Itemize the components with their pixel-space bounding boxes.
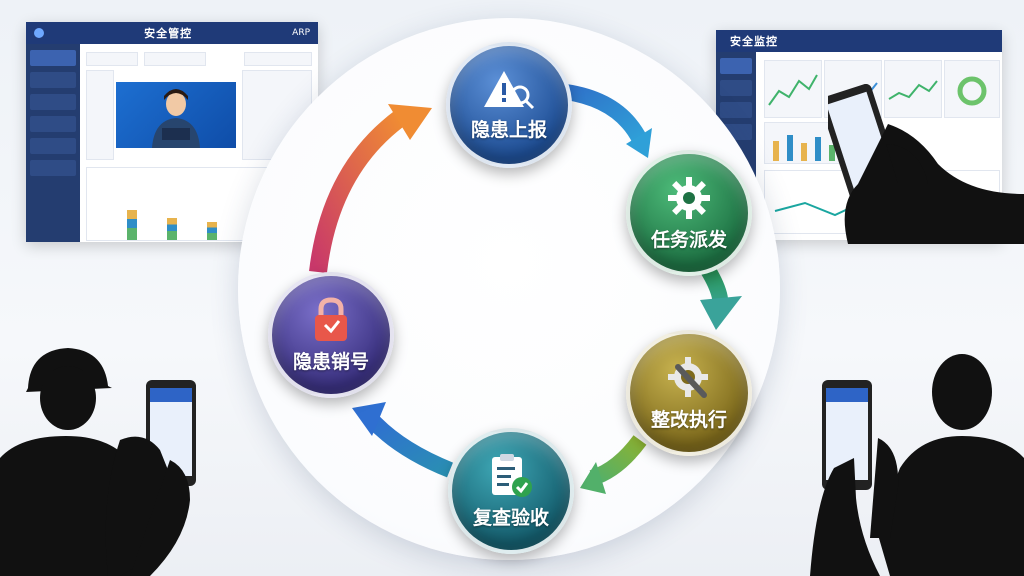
- right-dashboard-topbar: 安全监控: [716, 30, 1002, 52]
- step-label: 隐患上报: [470, 118, 547, 141]
- step-review-acceptance[interactable]: 复查验收: [448, 428, 574, 554]
- left-dashboard-sidebar: [26, 44, 80, 242]
- sidebar-item[interactable]: [720, 58, 752, 74]
- sidebar-item[interactable]: [30, 138, 76, 154]
- gauge-card: [944, 60, 1000, 118]
- right-dashboard-title: 安全监控: [730, 35, 778, 48]
- mini-bar-chart: [773, 135, 835, 161]
- sidebar-item[interactable]: [30, 50, 76, 66]
- hand-with-phone-topright: [828, 84, 1024, 244]
- stat-card: [144, 52, 206, 66]
- left-dashboard-title: 安全管控: [144, 27, 193, 40]
- step-rectification[interactable]: 整改执行: [626, 330, 752, 456]
- user-name[interactable]: ARP: [292, 28, 310, 38]
- worker-silhouette-left: [0, 348, 196, 576]
- step-label: 整改执行: [650, 408, 727, 431]
- sidebar-item[interactable]: [720, 80, 752, 96]
- left-dashboard-topbar: 安全管控 ARP: [26, 22, 318, 44]
- line-chart-card: [764, 60, 822, 118]
- step-task-dispatch[interactable]: 任务派发: [626, 150, 752, 276]
- line-chart-card: [884, 60, 942, 118]
- app-logo-icon: [34, 28, 44, 38]
- presenter-figure: [152, 89, 200, 148]
- chart-bar: [127, 210, 137, 240]
- line-chart: [768, 74, 818, 106]
- step-hazard-report[interactable]: 隐患上报: [446, 42, 572, 168]
- chart-bar: [207, 222, 217, 240]
- arrow-4-to-5-head: [352, 402, 386, 436]
- stat-card: [86, 52, 138, 66]
- lock-icon: [315, 296, 347, 341]
- wrench-gear-icon: [668, 356, 708, 398]
- sidebar-item[interactable]: [30, 160, 76, 176]
- arrow-2-to-3-head: [700, 296, 742, 330]
- step-hazard-closure[interactable]: 隐患销号: [268, 272, 394, 398]
- sidebar-item[interactable]: [30, 94, 76, 110]
- arrow-3-to-4-head: [580, 462, 606, 494]
- arrow-4-to-5: [366, 414, 453, 478]
- step-label: 隐患销号: [292, 350, 369, 373]
- checklist-icon: [492, 453, 532, 497]
- step-label: 任务派发: [650, 228, 727, 251]
- arrow-1-to-2-head: [626, 128, 652, 158]
- donut-chart: [957, 76, 987, 106]
- gear-icon: [668, 176, 710, 219]
- step-label: 复查验收: [472, 506, 549, 529]
- worker-silhouette-right: [810, 354, 1024, 576]
- arrow-1-to-2: [564, 84, 648, 144]
- arrow-5-to-1-head: [388, 104, 432, 140]
- info-panel: [86, 70, 114, 160]
- sidebar-item[interactable]: [30, 116, 76, 132]
- sidebar-item[interactable]: [720, 102, 752, 118]
- sidebar-item[interactable]: [30, 72, 76, 88]
- chart-bar: [167, 218, 177, 240]
- warning-search-icon: [484, 70, 535, 109]
- stat-card: [244, 52, 312, 66]
- arrow-5-to-1: [309, 110, 406, 274]
- line-chart: [888, 80, 938, 100]
- video-monitor[interactable]: [116, 82, 236, 148]
